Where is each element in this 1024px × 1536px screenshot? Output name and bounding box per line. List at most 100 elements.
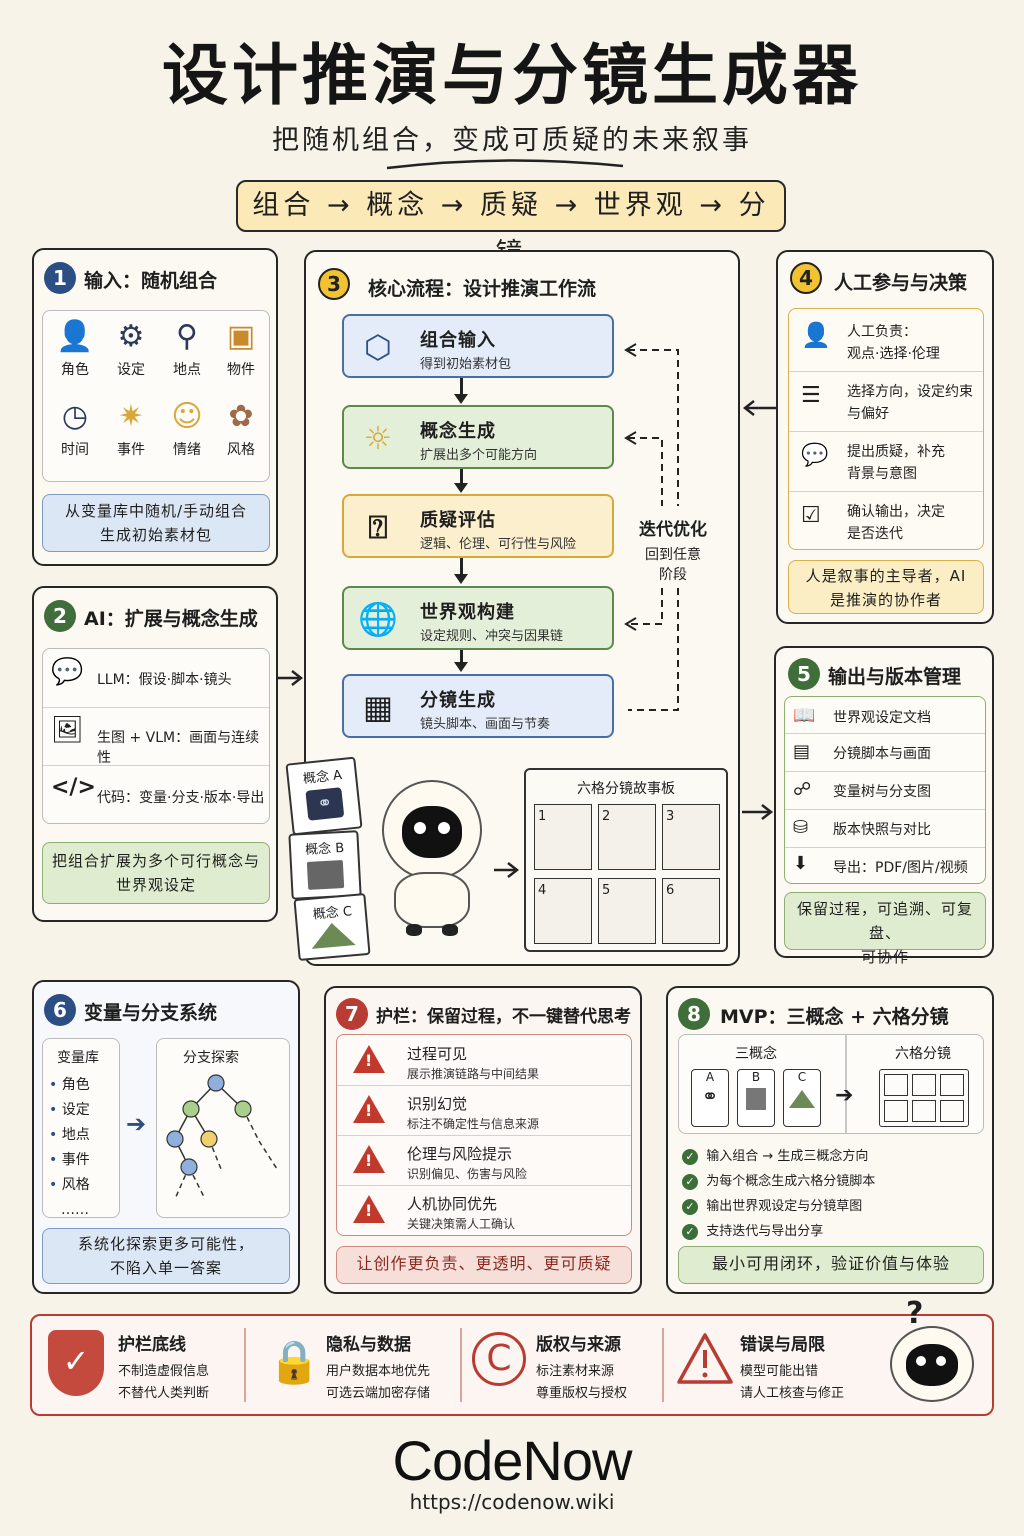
check-icon: ✓ [682, 1149, 698, 1165]
download-icon: ⬇ [793, 853, 809, 874]
arrow-right-icon [278, 670, 304, 686]
location-item[interactable]: ⚲ 地点 [159, 319, 215, 379]
person-icon: 👤 [56, 319, 94, 354]
panel-branching: 6 变量与分支系统 变量库 • 角色 • 设定 • 地点 • 事件 • 风格 …… [32, 980, 300, 1294]
panel-title: 人工参与与决策 [834, 272, 968, 294]
branching-note: 系统化探索更多可能性， 不陷入单一答案 [42, 1228, 290, 1284]
output-note: 保留过程，可追溯、可复盘、 可协作 [784, 892, 986, 966]
output-tree: 变量树与分支图 [833, 784, 931, 800]
storyboard-frame: 4 [534, 878, 592, 944]
storyboard-frame: 3 [662, 804, 720, 870]
output-export: 导出：PDF/图片/视频 [833, 860, 968, 876]
sheep-mascot-small: ? [884, 1296, 980, 1410]
step-critique[interactable]: ⍰ 质疑评估 逻辑、伦理、可行性与风险 [342, 494, 614, 558]
character-item[interactable]: 👤 角色 [47, 319, 103, 379]
storyboard-frame: 2 [598, 804, 656, 870]
step-storyboard[interactable]: ▦ 分镜生成 镜头脚本、画面与节奏 [342, 674, 614, 738]
chat-bubble-icon: 💬 [51, 657, 84, 687]
mvp-checklist: ✓ 输入组合 → 生成三概念方向 ✓ 为每个概念生成六格分镜脚本 ✓ 输出世界观… [682, 1144, 875, 1244]
question-mark-icon: ? [906, 1296, 924, 1331]
mvp-note: 最小可用闭环，验证价值与体验 [678, 1246, 984, 1284]
warning-icon: ! [353, 1095, 385, 1123]
policy-strip: ✓ 护栏底线 不制造虚假信息 不替代人类判断 🔒 隐私与数据 用户数据本地优先 … [30, 1296, 994, 1416]
concept-card-c[interactable]: 概念 C [293, 892, 371, 962]
time-item[interactable]: ◷ 时间 [47, 399, 103, 459]
guardrail-list: ! 过程可见 展示推演链路与中间结果 ! 识别幻觉 标注不确定性与信息来源 ! … [336, 1034, 632, 1236]
panel-title: 输出与版本管理 [828, 666, 962, 688]
panel-title: 核心流程：设计推演工作流 [368, 278, 597, 300]
mountain-icon [309, 921, 356, 949]
iteration-loop [624, 343, 679, 711]
setting-item[interactable]: ⚙ 设定 [103, 319, 159, 379]
lock-icon: 🔒 [268, 1337, 321, 1386]
arrow-right-icon [742, 804, 774, 820]
grid-icon: ▦ [362, 688, 394, 726]
brand-logo[interactable]: CodeNow [392, 1429, 633, 1492]
policy-title: 版权与来源 [536, 1335, 621, 1355]
step-concept-gen[interactable]: ☼ 概念生成 扩展出多个可能方向 [342, 405, 614, 469]
panel-mvp: 8 MVP：三概念 + 六格分镜 三概念 A⚭ B C ➔ 六格分镜 ✓ 输入组… [666, 986, 994, 1294]
style-item[interactable]: ✿ 风格 [213, 399, 269, 459]
subtitle-underline [386, 159, 624, 170]
arrow-right-icon: ➔ [835, 1083, 854, 1108]
city-icon [306, 860, 345, 890]
storyboard-title: 六格分镜故事板 [577, 781, 675, 797]
burst-icon: ✷ [118, 399, 144, 434]
panel-number: 2 [44, 600, 76, 632]
object-item[interactable]: ▣ 物件 [213, 319, 269, 379]
step-worldbuilding[interactable]: 🌐 世界观构建 设定规则、冲突与因果链 [342, 586, 614, 650]
guardrail-note: 让创作更负责、更透明、更可质疑 [336, 1246, 632, 1284]
ai-capabilities: 💬 LLM：假设·脚本·镜头 🖼 生图 + VLM：画面与连续性 </> 代码：… [42, 648, 270, 824]
concept-card-b[interactable]: 概念 B [288, 830, 362, 900]
storyboard-frame: 1 [534, 804, 592, 870]
warning-icon [677, 1333, 733, 1384]
box-icon: ▣ [226, 319, 256, 354]
iteration-label: 迭代优化 回到任意 阶段 [628, 515, 718, 584]
brand-url[interactable]: https://codenow.wiki [409, 1490, 615, 1514]
panel-human: 4 人工参与与决策 👤 人工负责： 观点·选择·伦理 ☰ 选择方向，设定约束 与… [776, 250, 994, 624]
step-combine-input[interactable]: ⬡ 组合输入 得到初始素材包 [342, 314, 614, 378]
gear-icon: ⚙ [117, 319, 145, 354]
output-list: 📖 世界观设定文档 ▤ 分镜脚本与画面 ☍ 变量树与分支图 ⛁ 版本快照与对比 … [784, 696, 986, 884]
check-icon: ✓ [682, 1224, 698, 1240]
branch-icon: ☍ [793, 779, 812, 800]
concept-card-a[interactable]: 概念 A ⚭ [285, 756, 363, 836]
panel-ai: 2 AI：扩展与概念生成 💬 LLM：假设·脚本·镜头 🖼 生图 + VLM：画… [32, 586, 278, 922]
panel-number: 7 [336, 998, 368, 1030]
sliders-icon: ☰ [801, 383, 821, 408]
planet-icon: ⚭ [305, 787, 345, 821]
mountain-icon [789, 1090, 815, 1108]
branch-tree-diagram [166, 1074, 278, 1200]
branch-explorer[interactable]: 分支探索 [156, 1038, 290, 1218]
panel-number: 4 [790, 262, 822, 294]
panel-number: 8 [678, 998, 710, 1030]
mvp-concept-c: C [783, 1069, 821, 1127]
panel-title: 变量与分支系统 [84, 1002, 218, 1024]
input-note: 从变量库中随机/手动组合 生成初始素材包 [42, 494, 270, 552]
sheep-mascot [372, 780, 492, 940]
page-subtitle: 把随机组合，变成可质疑的未来叙事 [272, 125, 752, 156]
output-script: 分镜脚本与画面 [833, 746, 931, 762]
output-worldbook: 世界观设定文档 [833, 710, 931, 726]
policy-title: 隐私与数据 [326, 1335, 411, 1355]
mvp-six-grid [879, 1069, 969, 1127]
panel-number: 6 [44, 994, 76, 1026]
database-icon: ⛁ [793, 817, 809, 838]
map-pin-icon: ⚲ [176, 319, 198, 354]
table-icon: ▤ [793, 741, 811, 762]
warning-icon: ! [353, 1045, 385, 1073]
lightbulb-icon: ☼ [363, 419, 393, 457]
arrow-right-icon [494, 862, 520, 878]
emotion-item[interactable]: ☺ 情绪 [159, 399, 215, 459]
policy-title: 错误与局限 [740, 1335, 825, 1355]
image-gen-row: 生图 + VLM：画面与连续性 [97, 730, 260, 766]
cube-icon: ⬡ [364, 328, 392, 366]
panel-output: 5 输出与版本管理 📖 世界观设定文档 ▤ 分镜脚本与画面 ☍ 变量树与分支图 … [774, 646, 994, 966]
event-item[interactable]: ✷ 事件 [103, 399, 159, 459]
question-icon: ⍰ [368, 508, 388, 546]
variable-grid: 👤 角色 ⚙ 设定 ⚲ 地点 ▣ 物件 ◷ 时间 ✷ 事件 ☺ 情绪 ✿ 风格 [42, 310, 270, 482]
six-panel-storyboard: 六格分镜故事板 1 2 3 4 5 6 [524, 768, 728, 952]
storyboard-frame: 5 [598, 878, 656, 944]
flow-banner: 组合 → 概念 → 质疑 → 世界观 → 分镜 [236, 180, 786, 269]
panel-number: 1 [44, 262, 76, 294]
